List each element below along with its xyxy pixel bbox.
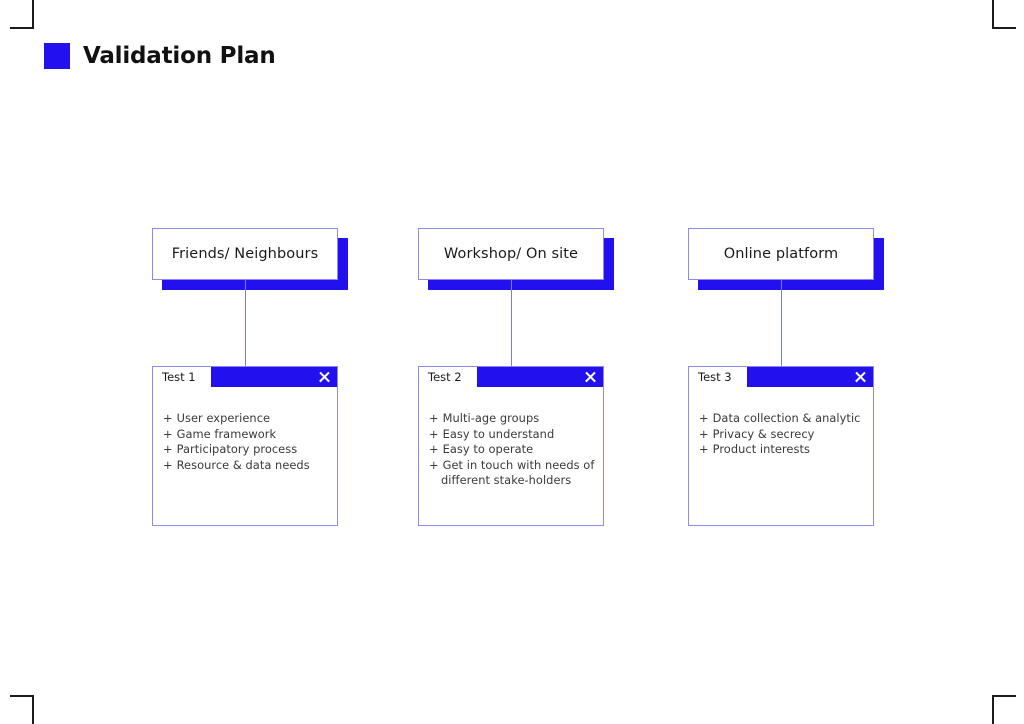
list-item-label: Easy to understand — [442, 426, 555, 441]
list-item: +Privacy & secrecy — [699, 427, 865, 443]
list-item: +Data collection & analytic — [699, 411, 865, 427]
list-item-label: Get in touch with needs of different sta… — [441, 457, 595, 488]
plus-marker-icon: + — [429, 442, 439, 457]
list-item: +User experience — [163, 411, 329, 427]
crop-mark-bottom-right — [974, 684, 1016, 724]
plus-marker-icon: + — [163, 426, 173, 441]
window-titlebar: Test 3 — [689, 367, 873, 387]
connector-line-2 — [511, 280, 513, 366]
window-title: Test 2 — [428, 370, 462, 384]
plus-marker-icon: + — [699, 426, 709, 441]
connector-line-3 — [781, 280, 783, 366]
test-window-2[interactable]: Test 2 +Multi-age groups +Easy to unders… — [418, 366, 604, 526]
window-title: Test 1 — [162, 370, 196, 384]
source-card-1[interactable]: Friends/ Neighbours — [152, 228, 348, 290]
card-label: Workshop/ On site — [443, 246, 579, 262]
test-window-1[interactable]: Test 1 +User experience +Game framework … — [152, 366, 338, 526]
window-titlebar-fill — [477, 367, 603, 387]
plus-marker-icon: + — [429, 411, 439, 425]
feature-list: +Data collection & analytic +Privacy & s… — [689, 411, 873, 458]
list-item: +Game framework — [163, 427, 329, 443]
window-title-area: Test 3 — [689, 367, 747, 387]
window-body: +Multi-age groups +Easy to understand +E… — [419, 387, 603, 489]
window-title-area: Test 2 — [419, 367, 477, 387]
list-item: +Participatory process — [163, 442, 329, 458]
crop-mark-top-left — [10, 0, 50, 40]
close-icon[interactable] — [318, 371, 331, 384]
list-item-label: Multi-age groups — [442, 411, 540, 425]
list-item: +Multi-age groups — [429, 411, 595, 427]
plus-marker-icon: + — [163, 411, 173, 425]
source-card-2[interactable]: Workshop/ On site — [418, 228, 614, 290]
card-label: Friends/ Neighbours — [171, 246, 319, 262]
plus-marker-icon: + — [429, 426, 439, 441]
card-box[interactable]: Friends/ Neighbours — [152, 228, 338, 280]
card-box[interactable]: Online platform — [688, 228, 874, 280]
window-body: +Data collection & analytic +Privacy & s… — [689, 387, 873, 458]
plus-marker-icon: + — [163, 442, 173, 457]
window-titlebar-fill — [747, 367, 873, 387]
card-box[interactable]: Workshop/ On site — [418, 228, 604, 280]
list-item-label: Easy to operate — [442, 442, 534, 457]
plus-marker-icon: + — [699, 442, 709, 457]
window-title-area: Test 1 — [153, 367, 211, 387]
window-title: Test 3 — [698, 370, 732, 384]
page-header: Validation Plan — [44, 43, 276, 69]
connector-line-1 — [245, 280, 247, 366]
source-card-3[interactable]: Online platform — [688, 228, 884, 290]
page-title: Validation Plan — [83, 43, 276, 69]
feature-list: +User experience +Game framework +Partic… — [153, 411, 337, 473]
test-window-3[interactable]: Test 3 +Data collection & analytic +Priv… — [688, 366, 874, 526]
list-item-label: Privacy & secrecy — [712, 426, 815, 441]
plus-marker-icon: + — [699, 411, 709, 425]
card-label: Online platform — [723, 246, 839, 262]
list-item: +Get in touch with needs of different st… — [429, 458, 595, 489]
plus-marker-icon: + — [163, 457, 173, 472]
plus-marker-icon: + — [429, 457, 439, 472]
list-item-label: Game framework — [176, 426, 277, 441]
window-body: +User experience +Game framework +Partic… — [153, 387, 337, 473]
close-icon[interactable] — [584, 371, 597, 384]
crop-mark-bottom-left — [10, 684, 50, 724]
list-item: +Resource & data needs — [163, 458, 329, 474]
crop-mark-top-right — [974, 0, 1016, 40]
list-item-label: Participatory process — [176, 442, 298, 457]
blue-square-bullet-icon — [44, 43, 70, 69]
window-titlebar-fill — [211, 367, 337, 387]
list-item-label: Product interests — [712, 442, 810, 457]
window-titlebar: Test 2 — [419, 367, 603, 387]
close-icon[interactable] — [854, 371, 867, 384]
feature-list: +Multi-age groups +Easy to understand +E… — [419, 411, 603, 489]
list-item: +Product interests — [699, 442, 865, 458]
list-item-label: Resource & data needs — [176, 457, 310, 472]
list-item-label: Data collection & analytic — [712, 411, 861, 425]
window-titlebar: Test 1 — [153, 367, 337, 387]
list-item: +Easy to operate — [429, 442, 595, 458]
list-item-label: User experience — [176, 411, 271, 425]
list-item: +Easy to understand — [429, 427, 595, 443]
